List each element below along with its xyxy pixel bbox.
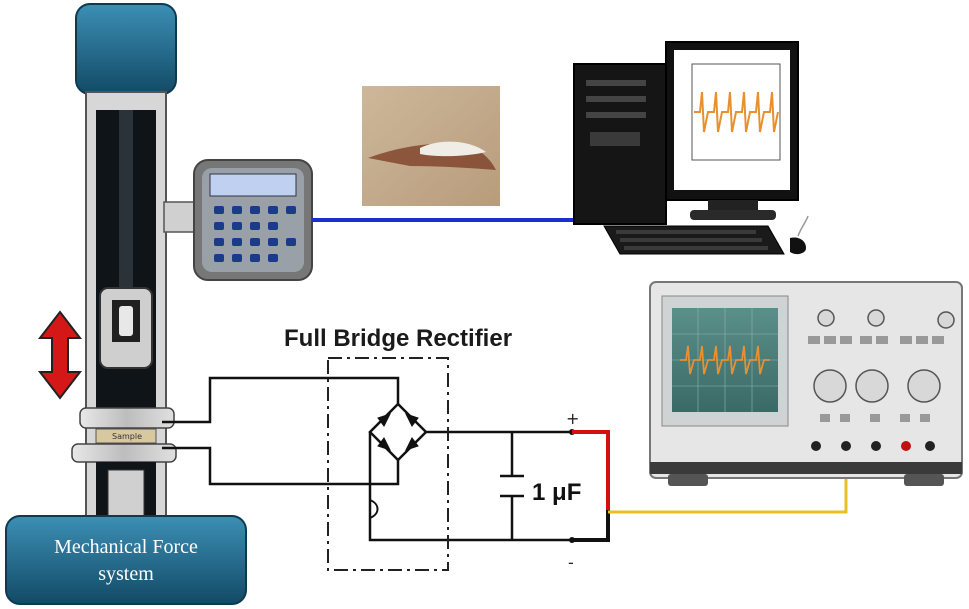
negative-lead	[572, 510, 610, 542]
machine-top-cap	[75, 3, 177, 95]
machine-base-label-line1: Mechanical Force	[54, 536, 198, 558]
positive-sign: +	[566, 409, 579, 428]
monitor-waveform	[694, 91, 779, 133]
oscilloscope-waveform	[680, 345, 770, 375]
machine-base	[5, 515, 247, 605]
probe-cable	[608, 470, 848, 514]
rectifier-title: Full Bridge Rectifier	[284, 325, 512, 352]
force-machine: Sample Mechanical Force system	[5, 3, 247, 605]
sample-holder	[95, 428, 157, 444]
controller-arm	[163, 201, 197, 233]
motion-arrow-icon	[37, 310, 83, 400]
positive-lead	[572, 430, 610, 510]
controller-display	[209, 173, 297, 197]
controller-unit	[193, 159, 313, 281]
sample-photo	[362, 86, 500, 206]
capacitor-value: 1 μF	[532, 479, 581, 506]
rectifier-circuit	[162, 376, 572, 542]
sample-label: Sample	[112, 432, 142, 441]
mouse-icon	[790, 237, 806, 255]
machine-upper-clamp	[79, 407, 175, 429]
negative-sign: -	[568, 553, 574, 572]
computer	[573, 41, 809, 255]
rectifier-enclosure	[327, 357, 449, 571]
machine-lower-clamp	[71, 443, 177, 463]
machine-base-label-line2: system	[98, 563, 154, 585]
diode-icons	[377, 413, 419, 451]
oscilloscope	[649, 281, 963, 486]
